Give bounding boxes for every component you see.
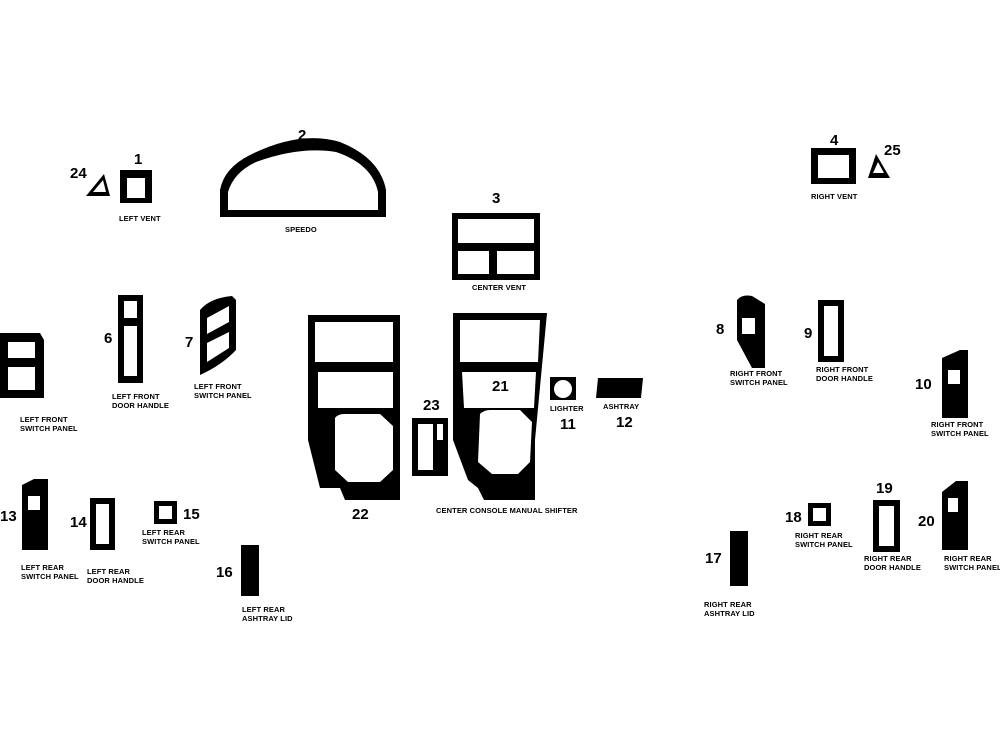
- piece-18-label: RIGHT REAR SWITCH PANEL: [795, 531, 853, 549]
- piece-7-shape: [200, 296, 236, 375]
- piece-1-number: 1: [134, 151, 143, 168]
- piece-18-number: 18: [785, 509, 802, 526]
- piece-9-number: 9: [804, 325, 813, 342]
- piece-5-shape: [0, 333, 44, 398]
- piece-9-label: RIGHT FRONT DOOR HANDLE: [816, 365, 873, 383]
- piece-24-shape: [86, 174, 110, 196]
- piece-14-shape: [90, 498, 115, 550]
- piece-14-label: LEFT REAR DOOR HANDLE: [87, 567, 144, 585]
- piece-23-shape: [412, 418, 448, 476]
- piece-3-label: CENTER VENT: [472, 283, 527, 292]
- piece-11-label: LIGHTER: [550, 404, 584, 413]
- piece-12-shape: [596, 378, 643, 398]
- piece-11-number: 11: [560, 416, 576, 433]
- piece-8-shape: [737, 295, 765, 368]
- piece-5-label: LEFT FRONT SWITCH PANEL: [20, 415, 78, 433]
- piece-4-label: RIGHT VENT: [811, 192, 858, 201]
- piece-25-shape: [868, 154, 890, 178]
- piece-15-number: 15: [183, 506, 200, 523]
- piece-7-label: LEFT FRONT SWITCH PANEL: [194, 382, 252, 400]
- piece-15-label: LEFT REAR SWITCH PANEL: [142, 528, 200, 546]
- piece-22-shape: [308, 315, 400, 500]
- piece-2-number: 2: [298, 127, 307, 144]
- piece-20-shape: [942, 481, 968, 550]
- piece-24-number: 24: [70, 165, 87, 182]
- piece-18-shape: [808, 503, 831, 526]
- piece-19-label: RIGHT REAR DOOR HANDLE: [864, 554, 921, 572]
- piece-17-number: 17: [705, 550, 722, 567]
- piece-10-number: 10: [915, 376, 932, 393]
- piece-13-label: LEFT REAR SWITCH PANEL: [21, 563, 79, 581]
- piece-20-label: RIGHT REAR SWITCH PANEL: [944, 554, 1000, 572]
- piece-6-label: LEFT FRONT DOOR HANDLE: [112, 392, 169, 410]
- piece-21-shape: [453, 313, 547, 500]
- piece-21-label: CENTER CONSOLE MANUAL SHIFTER: [436, 506, 578, 515]
- piece-6-shape: [118, 295, 143, 383]
- piece-8-label: RIGHT FRONT SWITCH PANEL: [730, 369, 788, 387]
- piece-12-number: 12: [616, 414, 633, 431]
- piece-3-shape: [452, 213, 540, 280]
- piece-17-shape: [730, 531, 748, 586]
- piece-3-number: 3: [492, 190, 501, 207]
- piece-10-label: RIGHT FRONT SWITCH PANEL: [931, 420, 989, 438]
- piece-25-number: 25: [884, 142, 901, 159]
- piece-20-number: 20: [918, 513, 935, 530]
- piece-23-number: 23: [423, 397, 440, 414]
- piece-16-number: 16: [216, 564, 233, 581]
- piece-16-label: LEFT REAR ASHTRAY LID: [242, 605, 293, 623]
- piece-19-shape: [873, 500, 900, 552]
- piece-19-number: 19: [876, 480, 893, 497]
- piece-4-number: 4: [830, 132, 839, 149]
- piece-14-number: 14: [70, 514, 87, 531]
- piece-1-shape: [120, 170, 152, 203]
- piece-12-label: ASHTRAY: [603, 402, 640, 411]
- piece-22-number: 22: [352, 506, 369, 523]
- piece-15-shape: [154, 501, 177, 524]
- piece-17-label: RIGHT REAR ASHTRAY LID: [704, 600, 755, 618]
- piece-21-number: 21: [492, 378, 509, 395]
- piece-1-label: LEFT VENT: [119, 214, 161, 223]
- piece-4-shape: [811, 148, 856, 184]
- piece-11-shape: [550, 377, 576, 400]
- piece-9-shape: [818, 300, 844, 362]
- piece-13-number: 13: [0, 508, 17, 525]
- piece-7-number: 7: [185, 334, 194, 351]
- piece-8-number: 8: [716, 321, 725, 338]
- piece-16-shape: [241, 545, 259, 596]
- piece-5-number: 5: [0, 366, 9, 383]
- piece-13-shape: [22, 479, 48, 550]
- piece-2-shape: [220, 138, 386, 217]
- piece-10-shape: [942, 350, 968, 418]
- piece-6-number: 6: [104, 330, 113, 347]
- piece-2-label: SPEEDO: [285, 225, 317, 234]
